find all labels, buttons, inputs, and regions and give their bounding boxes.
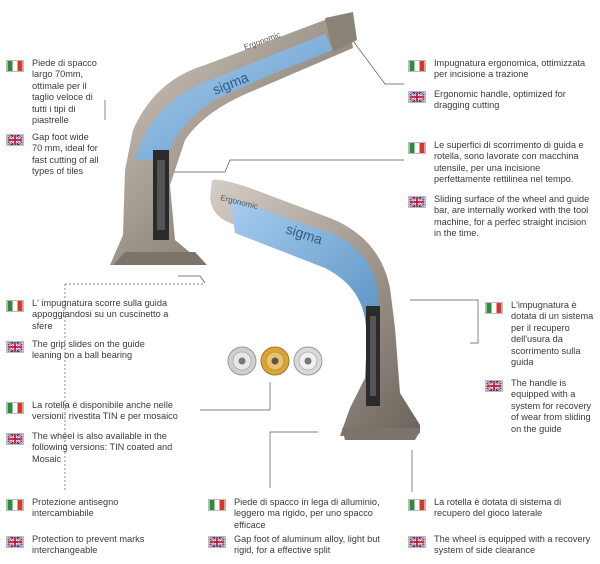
note-wear-recovery-en: The handle is equipped with a system for… (485, 378, 595, 435)
note-text: Sliding surface of the wheel and guide b… (434, 194, 590, 239)
note-text: The wheel is equipped with a recovery sy… (434, 534, 591, 556)
note-text: The grip slides on the guide leaning on … (32, 339, 145, 361)
wheel-steel (227, 346, 257, 376)
note-grip-en: The grip slides on the guide leaning on … (6, 339, 176, 362)
note-text: La rotella è dotata di sistema di recupe… (434, 497, 562, 519)
note-gap-foot-it: Piede di spacco largo 70mm, ottimale per… (6, 58, 101, 126)
uk-flag-icon (408, 91, 426, 103)
note-text: The handle is equipped with a system for… (511, 378, 592, 434)
italy-flag-icon (408, 60, 426, 72)
uk-flag-icon (6, 134, 24, 146)
note-text: Impugnatura ergonomica, ottimizzata per … (434, 58, 586, 80)
note-wear-recovery-it: L'impugnatura è dotata di un sistema per… (485, 300, 595, 368)
note-text: Ergonomic handle, optimized for dragging… (434, 89, 566, 111)
uk-flag-icon (208, 536, 226, 548)
italy-flag-icon (408, 499, 426, 511)
note-surfaces-en: Sliding surface of the wheel and guide b… (408, 194, 593, 240)
note-text: Gap foot of aluminum alloy, light but ri… (234, 534, 380, 556)
wheel-variants (227, 346, 323, 376)
note-wheel-versions-it: La rotella è disponibile anche nelle ver… (6, 400, 196, 423)
italy-flag-icon (485, 302, 503, 314)
note-text: Gap foot wide 70 mm, ideal for fast cutt… (32, 132, 99, 177)
note-protection-it: Protezione antisegno intercambiabile (6, 497, 176, 520)
note-gap-foot-en: Gap foot wide 70 mm, ideal for fast cutt… (6, 132, 101, 178)
italy-flag-icon (6, 499, 24, 511)
wheel-tin-coated (260, 346, 290, 376)
italy-flag-icon (408, 142, 426, 154)
cutter-handle-lower: sigma Ergonomic (210, 179, 420, 440)
note-text: L'impugnatura è dotata di un sistema per… (511, 300, 594, 368)
italy-flag-icon (6, 60, 24, 72)
note-text: Le superfici di scorrimento di guida e r… (434, 140, 584, 185)
wheel-mosaic (293, 346, 323, 376)
uk-flag-icon (6, 433, 24, 445)
note-protection-en: Protection to prevent marks interchangea… (6, 534, 176, 557)
note-text: Piede di spacco in lega di alluminio, le… (234, 497, 380, 530)
uk-flag-icon (485, 380, 503, 392)
italy-flag-icon (6, 402, 24, 414)
italy-flag-icon (208, 499, 226, 511)
cutter-handle-upper: sigma Ergonomic (110, 12, 357, 266)
note-text: Piede di spacco largo 70mm, ottimale per… (32, 58, 97, 126)
note-ergonomic-it: Impugnatura ergonomica, ottimizzata per … (408, 58, 588, 81)
note-text: Protection to prevent marks interchangea… (32, 534, 145, 556)
note-text: The wheel is also available in the follo… (32, 431, 173, 464)
uk-flag-icon (6, 536, 24, 548)
uk-flag-icon (408, 536, 426, 548)
italy-flag-icon (6, 300, 24, 312)
note-side-clearance-en: The wheel is equipped with a recovery sy… (408, 534, 594, 557)
uk-flag-icon (408, 196, 426, 208)
note-surfaces-it: Le superfici di scorrimento di guida e r… (408, 140, 593, 186)
note-text: La rotella è disponibile anche nelle ver… (32, 400, 178, 422)
note-text: Protezione antisegno intercambiabile (32, 497, 119, 519)
note-grip-it: L' impugnatura scorre sulla guida appogg… (6, 298, 176, 332)
note-text: L' impugnatura scorre sulla guida appogg… (32, 298, 169, 331)
note-foot-alloy-en: Gap foot of aluminum alloy, light but ri… (208, 534, 393, 557)
note-ergonomic-en: Ergonomic handle, optimized for dragging… (408, 89, 588, 112)
note-side-clearance-it: La rotella è dotata di sistema di recupe… (408, 497, 594, 520)
note-foot-alloy-it: Piede di spacco in lega di alluminio, le… (208, 497, 393, 531)
uk-flag-icon (6, 341, 24, 353)
note-wheel-versions-en: The wheel is also available in the follo… (6, 431, 196, 465)
